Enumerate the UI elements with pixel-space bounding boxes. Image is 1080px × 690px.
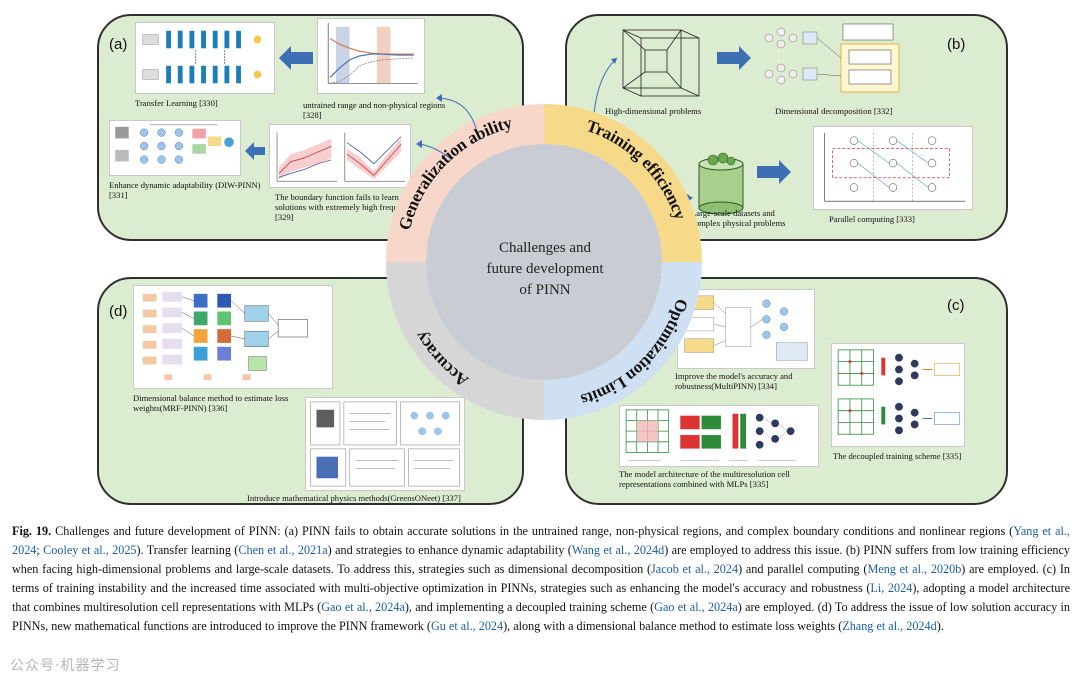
arrow-right-icon <box>717 46 751 70</box>
panel-a-letter: (a) <box>109 36 128 53</box>
panel-b-letter: (b) <box>947 36 966 53</box>
citation-link[interactable]: Yang et al., 2024 <box>12 524 1070 557</box>
parallel-computing-diagram <box>813 126 973 210</box>
caption-text: ), along with a dimensional balance meth… <box>503 619 843 633</box>
panel-c: (c) Improve the model's accuracy and rob… <box>565 277 1008 505</box>
panel-a: (a) Transfer Learning [330] <box>97 14 524 241</box>
untrained-range-plot <box>317 18 425 94</box>
citation-link[interactable]: Cooley et al., 2025 <box>43 543 137 557</box>
dimensional-decomposition-diagram <box>757 18 907 98</box>
greensoneet-diagram <box>305 397 465 491</box>
arrow-left-small-icon <box>245 142 265 160</box>
watermark: 公众号·机器学习 <box>10 658 121 674</box>
caption-text: ) are employed. (d) To address the issue… <box>12 600 1070 633</box>
citation-link[interactable]: Li, 2024 <box>870 581 913 595</box>
caption-parallel-computing: Parallel computing [333] <box>829 214 915 224</box>
transfer-learning-diagram <box>135 22 275 94</box>
caption-dimensional-balance: Dimensional balance method to estimate l… <box>133 393 289 413</box>
caption-dynamic-adaptability: Enhance dynamic adaptability (DIW-PINN) … <box>109 180 261 200</box>
citation-link[interactable]: Gao et al., 2024a <box>321 600 405 614</box>
caption-text: ) are employed to address this issue. (b… <box>12 543 1071 576</box>
caption-multiresolution: The model architecture of the multiresol… <box>619 469 790 489</box>
caption-boundary-function: The boundary function fails to learn sol… <box>275 192 420 222</box>
panel-c-letter: (c) <box>947 297 965 314</box>
dataset-cylinder-icon <box>698 152 744 215</box>
figure-19: (a) Transfer Learning [330] <box>97 14 1008 505</box>
caption-text: ), adopting a model architecture that co… <box>12 581 1070 614</box>
caption-untrained-range: untrained range and non-physical regions… <box>303 100 446 120</box>
citation-link[interactable]: Jacob et al., 2024 <box>651 562 739 576</box>
caption-text: ) and parallel computing ( <box>738 562 868 576</box>
citation-link[interactable]: Wang et al., 2024d <box>571 543 665 557</box>
caption-dimensional-decomposition: Dimensional decomposition [332] <box>775 106 893 116</box>
caption-greensoneet: Introduce mathematical physics methods(G… <box>247 493 461 503</box>
arrow-right-thin-icon <box>628 183 693 202</box>
caption-text: ) and strategies to enhance dynamic adap… <box>327 543 572 557</box>
boundary-function-plots <box>269 124 411 188</box>
citation-link[interactable]: Gao et al., 2024a <box>654 600 738 614</box>
caption-text: ) are employed. (c) In terms of training… <box>12 562 1070 595</box>
caption-text: ). Transfer learning ( <box>136 543 239 557</box>
arrow-left-icon <box>279 46 313 70</box>
caption-text: ), and implementing a decoupled training… <box>404 600 655 614</box>
caption-large-datasets: Large-scale datasets and complex physica… <box>691 208 786 228</box>
center-title-line-3: of PINN <box>519 282 571 298</box>
citation-link[interactable]: Chen et al., 2021a <box>238 543 328 557</box>
panel-d-letter: (d) <box>109 303 128 320</box>
citation-link[interactable]: Meng et al., 2020b <box>867 562 962 576</box>
caption-text: ; <box>36 543 44 557</box>
diw-pinn-diagram <box>109 120 241 176</box>
caption-multipinn: Improve the model's accuracy and robustn… <box>675 371 793 391</box>
hypercube-icon <box>622 29 700 97</box>
citation-link[interactable]: Gu et al., 2024 <box>431 619 504 633</box>
arrow-right-2-icon <box>757 160 791 184</box>
caption-text: Challenges and future development of PIN… <box>51 524 1014 538</box>
multipinn-diagram <box>677 289 815 369</box>
arrow-up-thin-icon <box>590 57 618 153</box>
caption-label: Fig. 19. <box>12 524 52 538</box>
mrf-pinn-diagram <box>133 285 333 389</box>
center-title-line-1: Challenges and <box>498 240 592 256</box>
caption-decoupled-training: The decoupled training scheme [335] <box>833 451 962 461</box>
citation-link[interactable]: Zhang et al., 2024d <box>842 619 937 633</box>
caption-text: ). <box>936 619 944 633</box>
center-title: Challenges and future development of PIN… <box>455 238 635 301</box>
center-title-line-2: future development <box>486 261 604 277</box>
multiresolution-cell-diagram <box>619 405 819 467</box>
figure-caption: Fig. 19. Challenges and future developme… <box>12 522 1070 636</box>
panel-d: (d) <box>97 277 524 505</box>
decoupled-training-diagram <box>831 343 965 447</box>
caption-body: Challenges and future development of PIN… <box>12 524 1070 633</box>
panel-b: (b) High-dimensional problems <box>565 14 1008 241</box>
caption-transfer-learning: Transfer Learning [330] <box>135 98 218 108</box>
